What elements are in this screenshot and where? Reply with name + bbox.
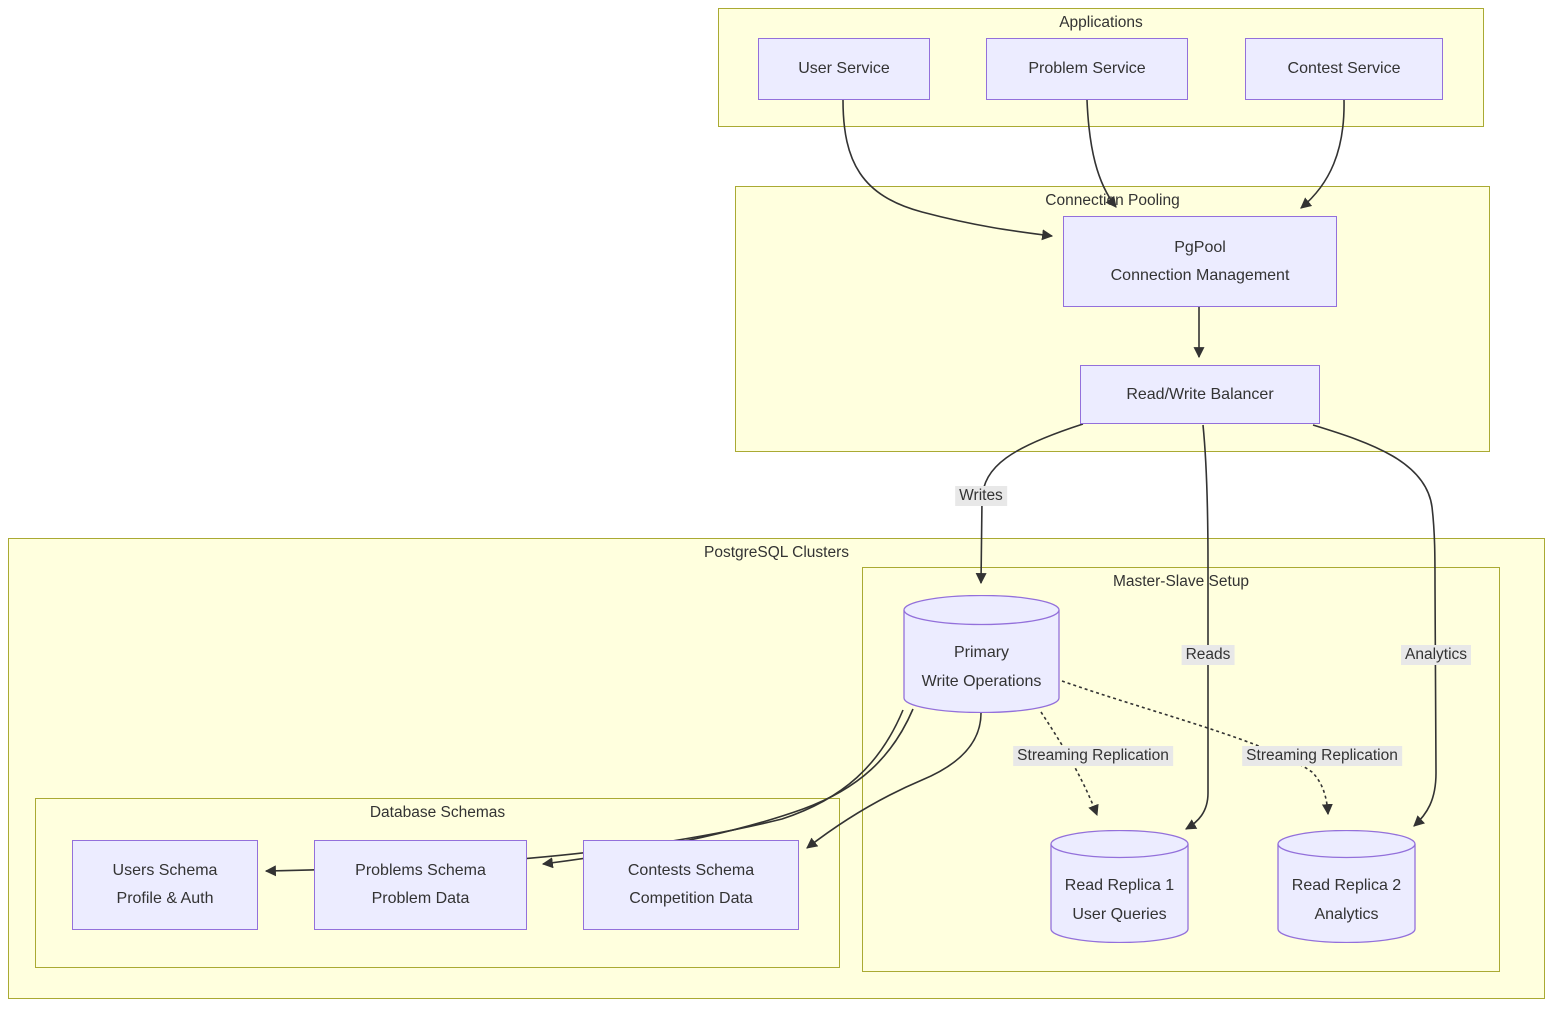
cylinder-shape	[1277, 830, 1416, 943]
node-users-schema-line2: Profile & Auth	[116, 890, 214, 907]
cylinder-shape	[1050, 830, 1189, 943]
node-primary-line1: Primary	[953, 644, 1010, 661]
edge-balancer-reads-to-replica1	[1185, 424, 1209, 830]
node-primary-database: Primary Write Operations	[903, 595, 1060, 713]
edge-primary-replication-to-replica2	[1061, 680, 1333, 816]
node-contests-schema-line1: Contests Schema	[627, 862, 755, 879]
node-problem-service-label: Problem Service	[1028, 60, 1146, 77]
cylinder-shape	[903, 595, 1060, 713]
node-users-schema-line1: Users Schema	[112, 862, 218, 879]
node-read-replica-2-line2: Analytics	[1314, 906, 1379, 923]
node-read-replica-1-line2: User Queries	[1072, 906, 1167, 923]
node-problems-schema-line1: Problems Schema	[355, 862, 486, 879]
cluster-postgresql-clusters-label: PostgreSQL Clusters	[703, 544, 849, 561]
edge-label-reads: Reads	[1181, 645, 1235, 665]
edge-problem-service-to-pgpool	[1086, 99, 1117, 208]
node-read-write-balancer: Read/Write Balancer	[1080, 365, 1320, 424]
node-contest-service: Contest Service	[1245, 38, 1443, 100]
cluster-master-slave-setup-label: Master-Slave Setup	[1112, 573, 1250, 590]
node-problem-service: Problem Service	[986, 38, 1188, 100]
cluster-applications-label: Applications	[1059, 14, 1143, 31]
node-read-replica-1-line1: Read Replica 1	[1064, 877, 1175, 894]
edge-primary-to-contests-schema	[806, 712, 982, 849]
node-pgpool: PgPool Connection Management	[1063, 216, 1337, 307]
node-contests-schema-line2: Competition Data	[629, 890, 753, 907]
node-primary-line2: Write Operations	[921, 673, 1042, 690]
node-contests-schema: Contests Schema Competition Data	[583, 840, 799, 930]
node-problems-schema-line2: Problem Data	[371, 890, 470, 907]
edge-label-analytics: Analytics	[1400, 645, 1472, 665]
node-read-replica-2-line1: Read Replica 2	[1291, 877, 1402, 894]
edge-primary-replication-to-replica1	[1040, 711, 1099, 817]
node-read-replica-2: Read Replica 2 Analytics	[1277, 830, 1416, 943]
cluster-database-schemas-label: Database Schemas	[369, 804, 506, 821]
node-read-replica-1: Read Replica 1 User Queries	[1050, 830, 1189, 943]
edge-label-streaming-replication-2: Streaming Replication	[1242, 746, 1402, 766]
node-users-schema: Users Schema Profile & Auth	[72, 840, 258, 930]
node-read-write-balancer-label: Read/Write Balancer	[1126, 385, 1274, 403]
node-contest-service-label: Contest Service	[1287, 60, 1401, 77]
node-user-service: User Service	[758, 38, 930, 100]
node-problems-schema: Problems Schema Problem Data	[314, 840, 527, 930]
edge-contest-service-to-pgpool	[1300, 99, 1345, 209]
edge-label-writes: Writes	[955, 486, 1007, 506]
edge-label-streaming-replication-1: Streaming Replication	[1013, 746, 1173, 766]
node-user-service-label: User Service	[798, 60, 890, 77]
node-pgpool-line1: PgPool	[1174, 238, 1226, 256]
edge-balancer-analytics-to-replica2	[1312, 424, 1437, 827]
node-pgpool-line2: Connection Management	[1110, 266, 1290, 284]
edge-user-service-to-pgpool	[842, 99, 1054, 241]
